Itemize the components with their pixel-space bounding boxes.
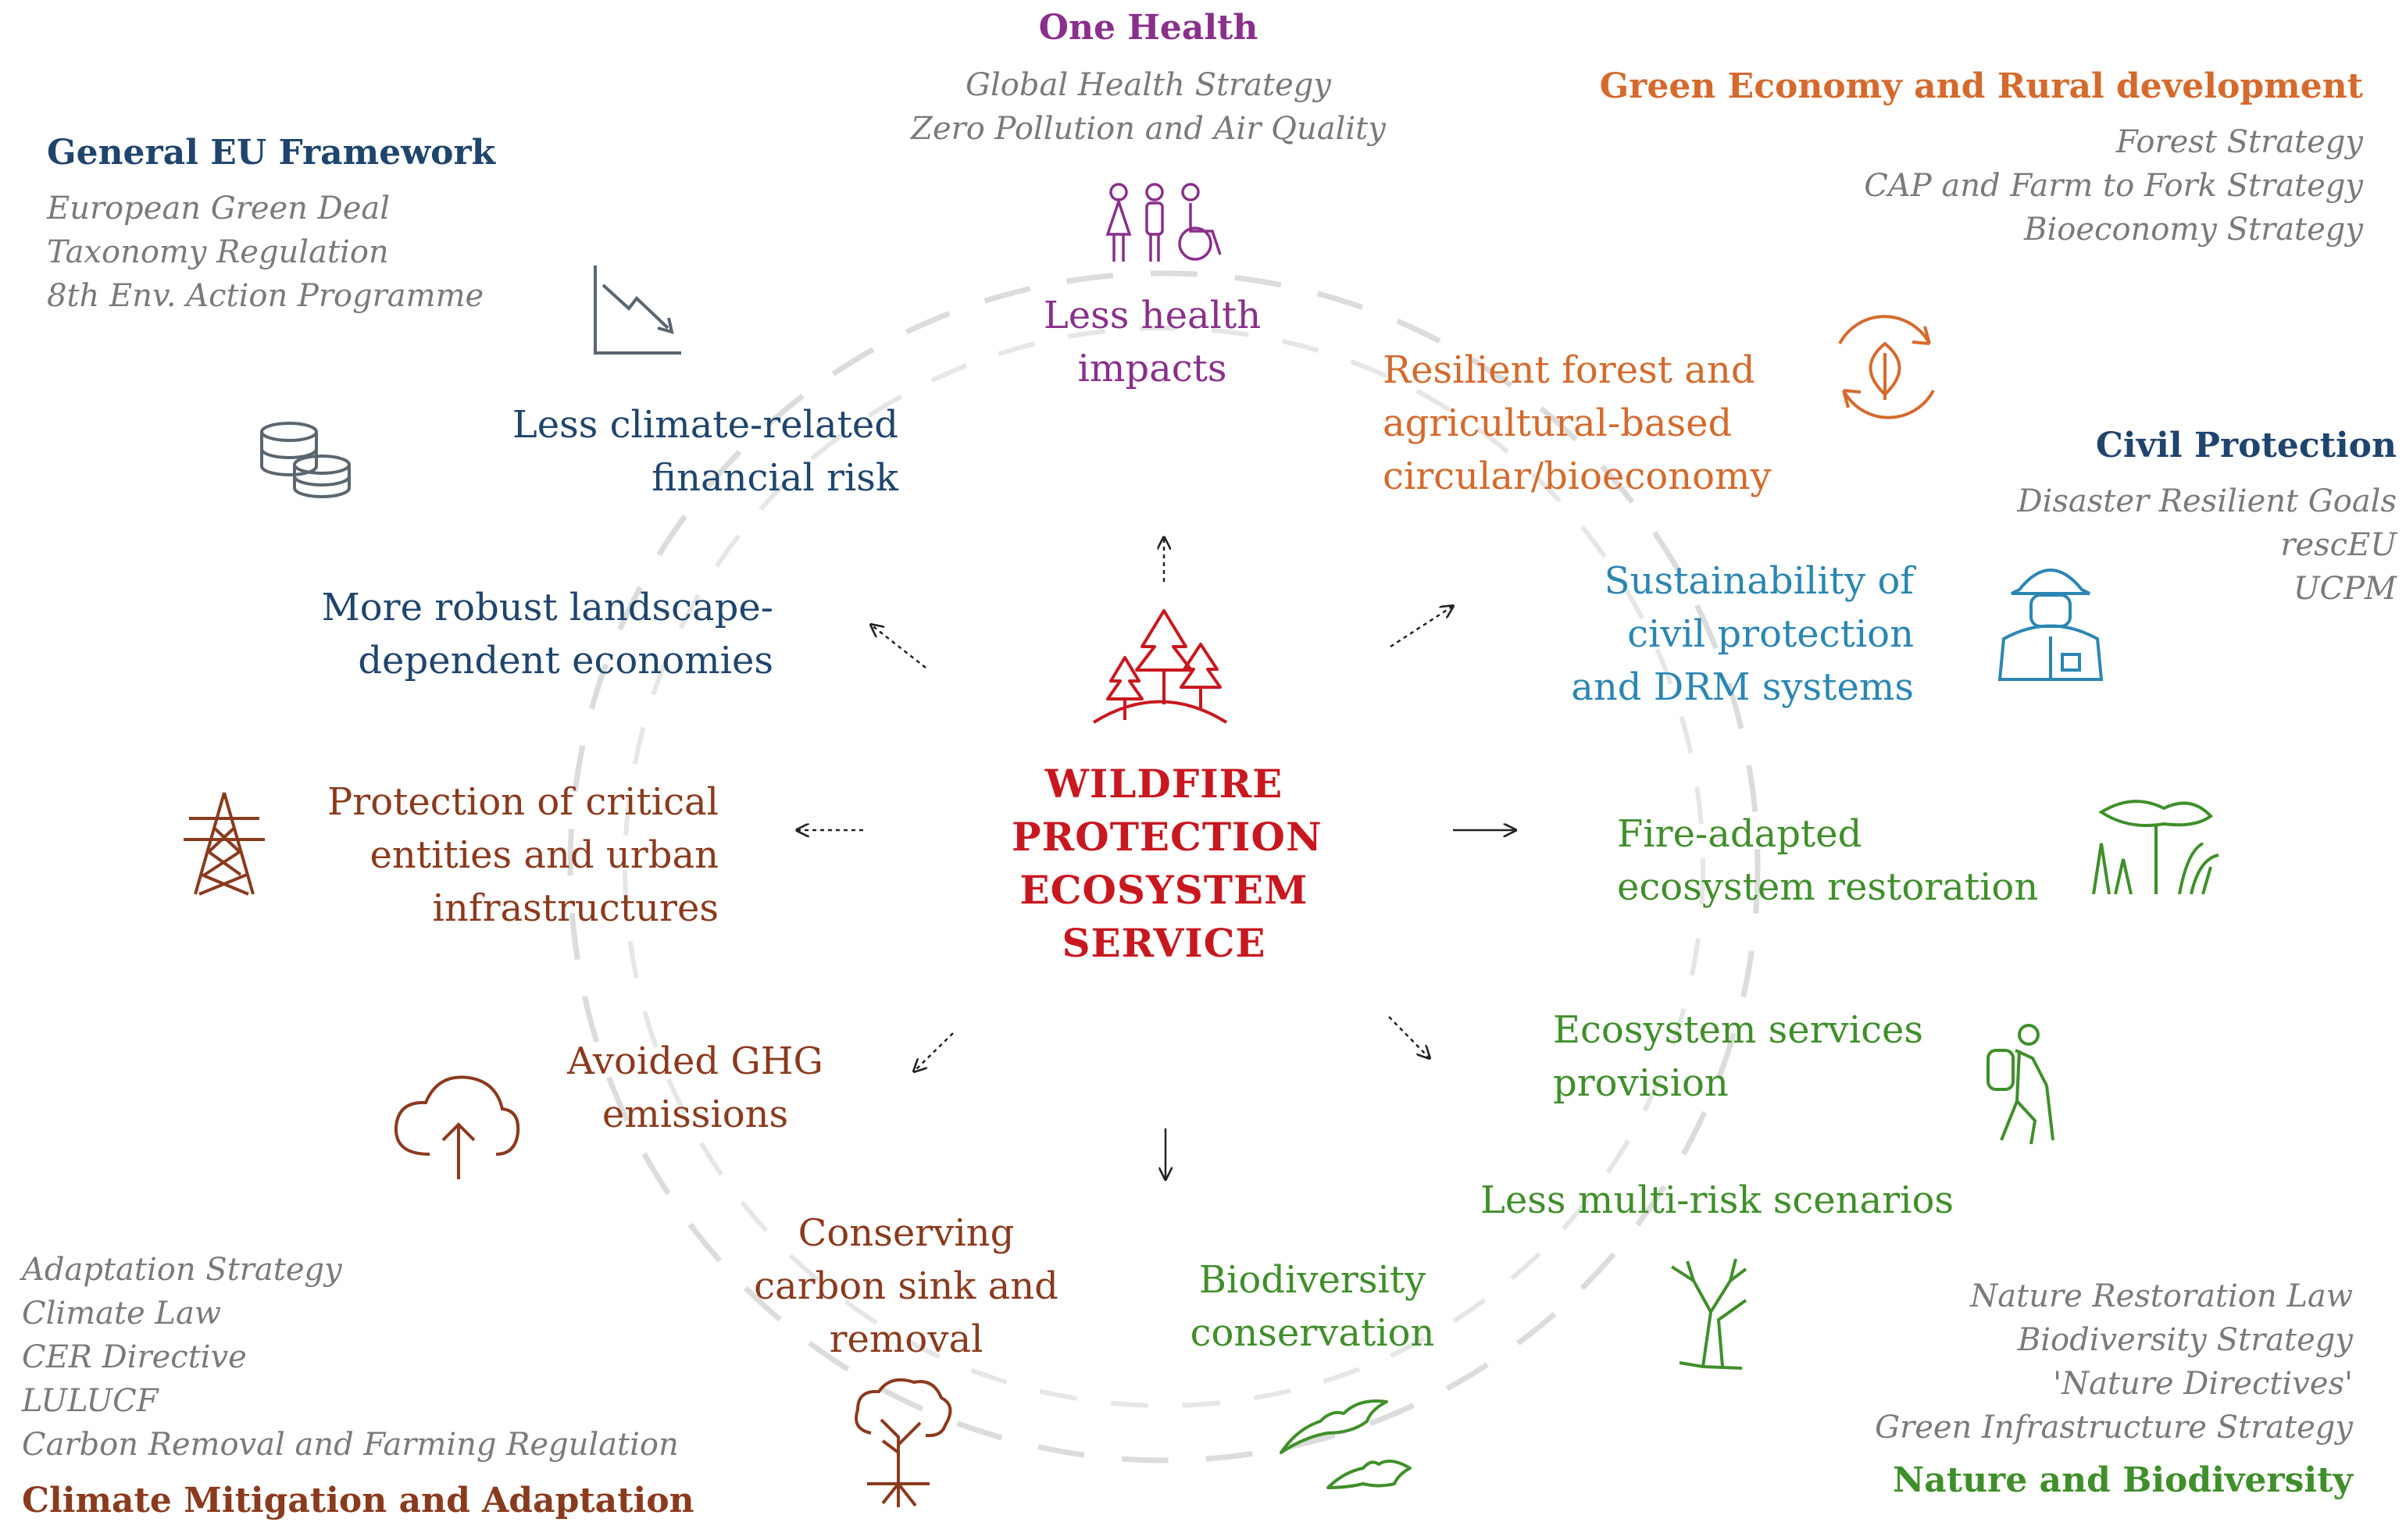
benefit-less-health-impacts: Less health impacts <box>992 289 1312 395</box>
benefit-civil-protection-sustainability: Sustainability of civil protection and D… <box>1571 554 1914 714</box>
policy-item: Zero Pollution and Air Quality <box>911 111 1386 147</box>
benefit-landscape-economies: More robust landscape- dependent economi… <box>322 581 773 687</box>
benefit-line: Sustainability of <box>1604 559 1914 603</box>
framework-civil-protection: Civil Protection Disaster Resilient Goal… <box>2018 426 2397 611</box>
benefit-line: financial risk <box>651 456 898 500</box>
policy-item: Forest Strategy <box>2115 124 2363 160</box>
arrow-lower-left <box>914 1032 954 1071</box>
framework-title: One Health <box>1038 8 1258 48</box>
benefit-line: circular/bioeconomy <box>1383 455 1772 498</box>
policy-item: Global Health Strategy <box>966 67 1331 103</box>
savanna-landscape-icon <box>2092 800 2219 895</box>
benefit-line: ecosystem restoration <box>1617 865 2039 909</box>
benefit-line: carbon sink and <box>754 1264 1058 1308</box>
benefit-line: agricultural-based <box>1383 401 1733 445</box>
outer-dashed-ring <box>567 270 1761 1463</box>
forest-hill-icon <box>1092 609 1228 724</box>
center-title: WILDFIRE PROTECTION ECOSYSTEM SERVICE <box>1012 758 1323 970</box>
arrow-lower-right <box>1388 1016 1430 1058</box>
inner-dashed-ring <box>623 326 1705 1408</box>
policy-item: Nature Restoration Law <box>1970 1278 2353 1314</box>
benefit-biodiversity: Biodiversity conservation <box>1156 1253 1469 1360</box>
policy-item: CER Directive <box>22 1339 247 1375</box>
center-line-1: WILDFIRE <box>1044 761 1283 807</box>
declining-chart-icon <box>594 266 681 355</box>
benefit-financial-risk: Less climate-related financial risk <box>512 398 898 504</box>
benefit-line: removal <box>829 1317 983 1361</box>
people-wheelchair-icon <box>1105 183 1222 262</box>
policy-item: 'Nature Directives' <box>2053 1366 2353 1402</box>
policy-item: rescEU <box>2280 527 2397 563</box>
benefit-line: infrastructures <box>432 886 719 930</box>
benefit-multi-risk: Less multi-risk scenarios <box>1480 1174 1954 1227</box>
benefit-line: Conserving <box>798 1211 1015 1255</box>
benefit-line: Ecosystem services <box>1553 1008 1924 1052</box>
hiker-icon <box>1987 1024 2054 1145</box>
benefit-line: Less multi-risk scenarios <box>1480 1178 1954 1222</box>
benefit-resilient-bioeconomy: Resilient forest and agricultural-based … <box>1383 344 1772 503</box>
benefit-line: civil protection <box>1627 612 1914 656</box>
policy-item: European Green Deal <box>47 191 391 226</box>
benefit-line: Less climate-related <box>512 403 898 447</box>
benefit-line: Avoided GHG <box>567 1039 823 1083</box>
policy-item: Green Infrastructure Strategy <box>1875 1410 2353 1446</box>
framework-title: Civil Protection <box>2095 426 2397 465</box>
framework-title: Climate Mitigation and Adaptation <box>22 1481 694 1520</box>
benefit-line: Protection of critical <box>327 780 719 824</box>
center-line-4: SERVICE <box>1062 920 1266 966</box>
tree-roots-icon <box>855 1378 952 1507</box>
center-line-2: PROTECTION <box>1012 814 1323 860</box>
dead-tree-icon <box>1670 1258 1747 1370</box>
framework-general-eu: General EU Framework European Green Deal… <box>47 133 495 318</box>
framework-climate: Adaptation Strategy Climate Law CER Dire… <box>22 1248 694 1520</box>
policy-item: Adaptation Strategy <box>22 1252 342 1288</box>
benefit-line: and DRM systems <box>1571 665 1914 709</box>
policy-item: 8th Env. Action Programme <box>47 278 484 314</box>
benefit-line: conservation <box>1190 1311 1435 1355</box>
benefit-line: Biodiversity <box>1198 1258 1426 1302</box>
benefit-line: dependent economies <box>358 639 773 683</box>
benefit-carbon-sink: Conserving carbon sink and removal <box>726 1207 1086 1366</box>
recycle-leaf-icon <box>1838 315 1935 419</box>
benefit-line: Fire-adapted <box>1617 812 1862 856</box>
policy-item: UCPM <box>2293 571 2397 607</box>
policy-item: Taxonomy Regulation <box>47 234 389 270</box>
benefit-line: Less health <box>1043 294 1262 337</box>
arrow-upper-left <box>871 625 926 668</box>
benefit-ecosystem-services: Ecosystem services provision <box>1553 1003 1923 1110</box>
policy-item: Biodiversity Strategy <box>2017 1322 2353 1358</box>
framework-nature: Nature Restoration Law Biodiversity Stra… <box>1875 1274 2353 1500</box>
power-tower-icon <box>184 792 265 896</box>
policy-item: LULUCF <box>22 1383 159 1419</box>
benefit-line: provision <box>1553 1061 1729 1105</box>
benefit-line: More robust landscape- <box>321 586 773 629</box>
benefit-avoided-ghg: Avoided GHG emissions <box>539 1035 851 1141</box>
framework-title: Green Economy and Rural development <box>1599 66 2363 106</box>
center-line-3: ECOSYSTEM <box>1019 867 1308 913</box>
framework-green-economy: Green Economy and Rural development Fore… <box>1600 66 2363 251</box>
policy-item: Climate Law <box>22 1296 222 1331</box>
firefighter-icon <box>1997 569 2104 681</box>
arrow-upper-right <box>1390 606 1453 648</box>
benefit-line: impacts <box>1077 347 1227 390</box>
benefit-line: entities and urban <box>369 833 719 877</box>
benefit-critical-entities: Protection of critical entities and urba… <box>327 775 719 935</box>
policy-item: Bioeconomy Strategy <box>2024 212 2363 248</box>
cloud-upload-icon <box>394 1075 520 1179</box>
benefit-line: Resilient forest and <box>1383 348 1755 392</box>
bats-icon <box>1280 1399 1412 1489</box>
framework-one-health: One Health Global Health Strategy Zero P… <box>883 8 1414 151</box>
benefit-ecosystem-restoration: Fire-adapted ecosystem restoration <box>1617 807 2038 914</box>
policy-item: Disaster Resilient Goals <box>2017 483 2397 519</box>
framework-title: Nature and Biodiversity <box>1893 1460 2353 1500</box>
benefit-line: emissions <box>602 1093 789 1136</box>
coins-icon <box>260 422 351 498</box>
framework-title: General EU Framework <box>47 133 496 173</box>
policy-item: CAP and Farm to Fork Strategy <box>1864 168 2363 204</box>
policy-item: Carbon Removal and Farming Regulation <box>22 1427 679 1463</box>
